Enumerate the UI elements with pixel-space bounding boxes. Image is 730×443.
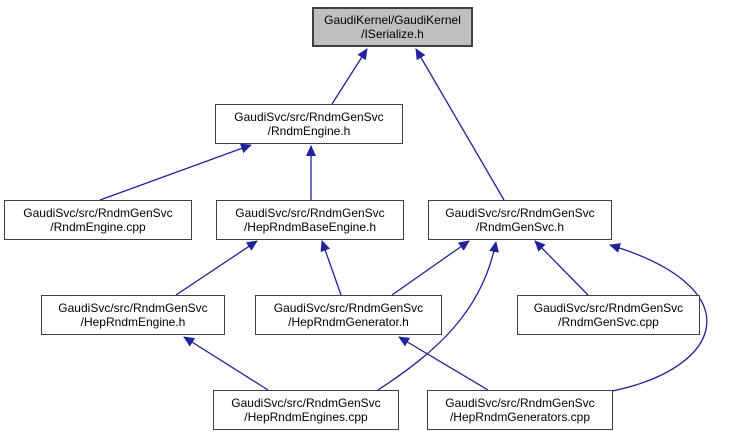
- node-label-line2: /RndmEngine.cpp: [50, 220, 146, 234]
- node-label-line1: GaudiSvc/src/RndmGenSvc: [234, 110, 384, 124]
- node-label-line2: /HepRndmEngine.h: [80, 315, 186, 329]
- include-edge-rndmengine-h-to-iserialize: [331, 48, 368, 105]
- node-label-line2: /RndmGenSvc.cpp: [558, 315, 659, 329]
- node-label-line2: /HepRndmEngines.cpp: [244, 410, 368, 424]
- graph-node-heprndmbaseengine-h[interactable]: GaudiSvc/src/RndmGenSvc/HepRndmBaseEngin…: [216, 200, 404, 240]
- node-label-line1: GaudiSvc/src/RndmGenSvc: [445, 206, 595, 220]
- graph-node-rndmgensvc-cpp[interactable]: GaudiSvc/src/RndmGenSvc/RndmGenSvc.cpp: [517, 295, 700, 335]
- include-edge-heprndmgenerator-h-to-rndmgensvc-h: [391, 240, 470, 296]
- graph-node-heprndmgenerators-cpp[interactable]: GaudiSvc/src/RndmGenSvc/HepRndmGenerator…: [427, 390, 613, 430]
- graph-node-heprndmgenerator-h[interactable]: GaudiSvc/src/RndmGenSvc/HepRndmGenerator…: [255, 295, 442, 335]
- node-label-line2: /RndmGenSvc.h: [475, 220, 565, 234]
- node-label-line1: GaudiSvc/src/RndmGenSvc: [445, 396, 595, 410]
- include-edge-rndmgensvc-cpp-to-rndmgensvc-h: [534, 240, 589, 296]
- include-edge-rndmengine-cpp-to-rndmengine-h: [99, 143, 252, 201]
- include-edge-rndmgensvc-h-to-iserialize: [415, 48, 505, 201]
- node-label-line2: /HepRndmGenerators.cpp: [449, 410, 591, 424]
- node-label-line2: /ISerialize.h: [361, 27, 424, 41]
- include-edge-heprndmgenerators-cpp-to-heprndmgenerator-h: [398, 336, 489, 391]
- include-edge-heprndmengine-h-to-heprndmbaseengine-h: [175, 240, 258, 296]
- include-edge-heprndmengines-cpp-to-heprndmengine-h: [183, 336, 269, 391]
- include-edge-heprndmgenerators-cpp-to-rndmgensvc-h: [609, 243, 708, 392]
- node-label-line1: GaudiSvc/src/RndmGenSvc: [58, 301, 208, 315]
- node-label-line2: /HepRndmBaseEngine.h: [243, 220, 377, 234]
- node-label-line1: GaudiSvc/src/RndmGenSvc: [231, 396, 381, 410]
- node-label-line1: GaudiSvc/src/RndmGenSvc: [23, 206, 173, 220]
- graph-node-heprndmengines-cpp[interactable]: GaudiSvc/src/RndmGenSvc/HepRndmEngines.c…: [213, 390, 399, 430]
- node-label-line1: GaudiSvc/src/RndmGenSvc: [273, 301, 424, 315]
- graph-node-heprndmengine-h[interactable]: GaudiSvc/src/RndmGenSvc/HepRndmEngine.h: [41, 295, 225, 335]
- node-label-line2: /HepRndmGenerator.h: [288, 315, 409, 329]
- graph-node-rndmgensvc-h[interactable]: GaudiSvc/src/RndmGenSvc/RndmGenSvc.h: [428, 200, 612, 240]
- node-label-line1: GaudiSvc/src/RndmGenSvc: [235, 206, 385, 220]
- include-edge-heprndmengines-cpp-to-rndmgensvc-h: [377, 241, 499, 391]
- include-edge-heprndmgenerator-h-to-heprndmbaseengine-h: [320, 240, 342, 296]
- graph-node-rndmengine-cpp[interactable]: GaudiSvc/src/RndmGenSvc/RndmEngine.cpp: [4, 200, 192, 240]
- graph-node-iserialize[interactable]: GaudiKernel/GaudiKernel/ISerialize.h: [312, 7, 473, 47]
- node-label-line1: GaudiKernel/GaudiKernel: [324, 13, 461, 27]
- graph-node-rndmengine-h[interactable]: GaudiSvc/src/RndmGenSvc/RndmEngine.h: [215, 104, 403, 144]
- node-label-line2: /RndmEngine.h: [267, 124, 351, 138]
- node-label-line1: GaudiSvc/src/RndmGenSvc: [533, 301, 684, 315]
